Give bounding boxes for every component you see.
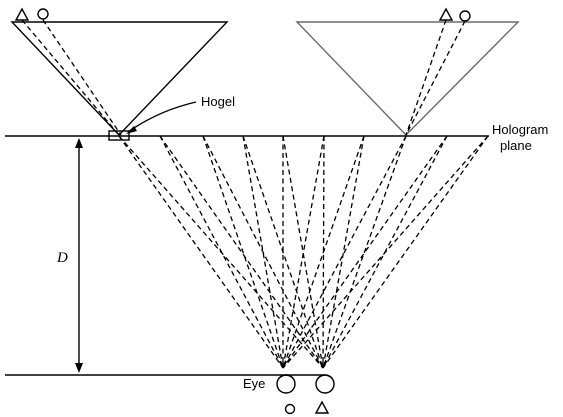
object-rays [21,19,466,136]
hogel-label: Hogel [201,94,235,109]
eye-ray [202,135,324,369]
right-frustum [295,21,520,137]
eye-ray [202,135,284,369]
hogel-arrow [127,101,197,133]
eye-ray [282,135,365,369]
hologram-plane-label-line2: plane [500,138,532,153]
eye-ray [242,135,324,369]
eye-ray [159,135,284,369]
distance-label: D [56,250,68,266]
ray [21,19,120,136]
eye-ray [159,135,324,369]
eye-ray [282,135,448,369]
hogel-box [108,130,130,141]
eye-ray [322,135,365,369]
left-eye-lens [278,374,294,379]
ray [405,20,466,136]
eye-ray [282,135,407,369]
distance-arrowhead-bottom [75,363,83,373]
circle-marker-top-right [459,10,471,22]
hologram-plane-label-line1: Hologram [492,122,548,137]
eye-ray [282,135,489,369]
eye-ray [322,135,325,369]
triangle-marker-bottom [314,400,330,414]
eye-ray [242,135,284,369]
ray [405,19,447,136]
hogel-arrowhead [126,126,137,134]
eye-ray [118,135,284,369]
triangle-marker-top-right [438,7,454,21]
triangle-marker-top-left [14,7,30,21]
eye-ray [322,135,407,369]
eye-label: Eye [243,376,265,391]
distance-arrowhead-top [75,138,83,148]
eye-ray [282,135,325,369]
circle-marker-bottom [284,403,296,415]
left-frustum [10,21,229,137]
eye-ray [322,135,489,369]
eye-rays [118,135,489,369]
circle-marker-top-left [37,8,49,20]
ray [42,19,122,136]
right-eye-lens [317,374,333,379]
